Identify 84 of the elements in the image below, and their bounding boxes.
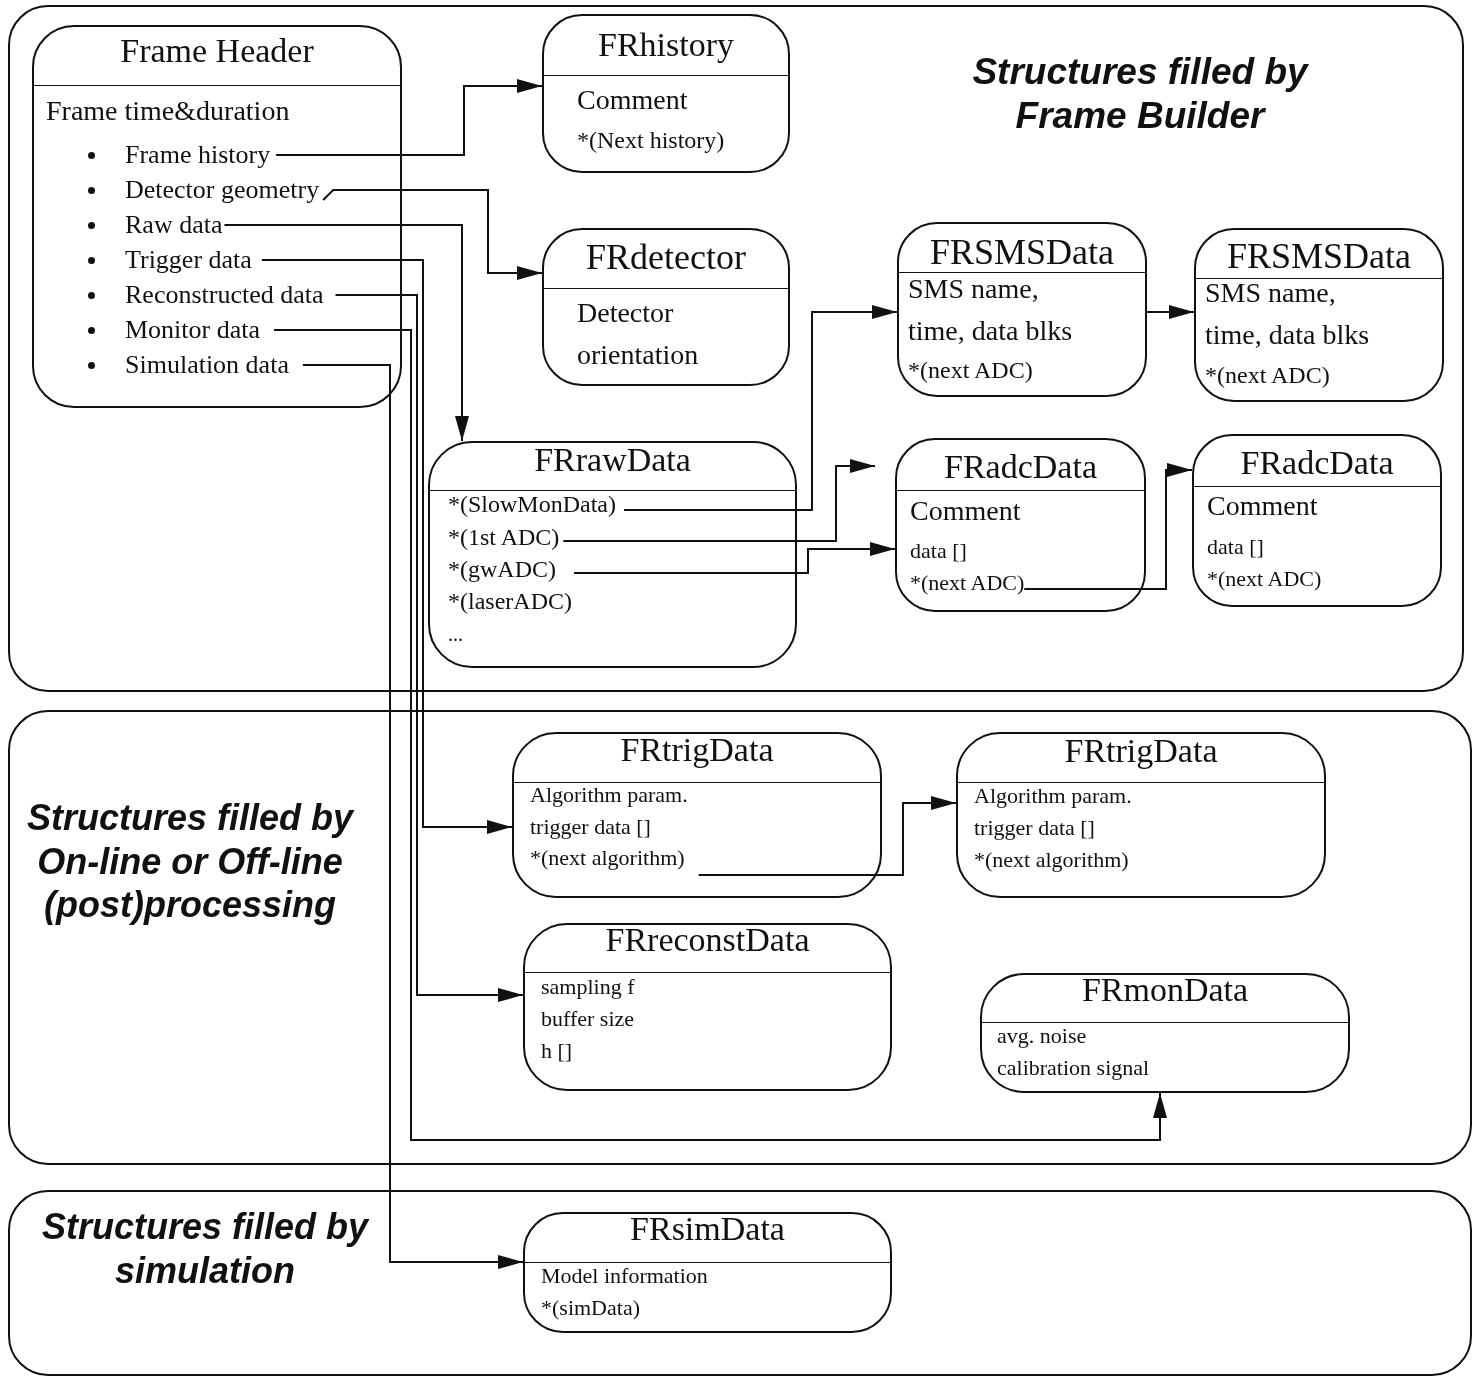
struct-title: FRrawData: [533, 439, 692, 480]
arrow: [573, 542, 896, 574]
field-text: *(next ADC): [1207, 565, 1322, 593]
arrow: [273, 329, 1167, 1141]
field-text: *(next ADC): [910, 569, 1025, 597]
struct-box: [956, 732, 1326, 898]
arrow: [697, 796, 957, 876]
section-title: Structures filled by simulation: [40, 1205, 370, 1292]
arrow: [260, 259, 513, 834]
struct-title: Frame Header: [119, 30, 315, 71]
list-item: Reconstructed data: [125, 279, 324, 311]
list-item: Detector geometry: [125, 174, 320, 206]
field-text: calibration signal: [997, 1054, 1150, 1082]
field-text: *(next ADC): [1205, 360, 1330, 390]
field-text: ...: [448, 622, 463, 646]
struct-box: [897, 222, 1147, 397]
arrow: [1146, 305, 1195, 319]
field-text: SMS name, time, data blks: [908, 272, 1074, 348]
list-item: Frame history: [125, 139, 271, 171]
field-text: *(next algorithm): [530, 844, 685, 872]
arrow: [275, 79, 543, 156]
field-text: Model information: [541, 1262, 708, 1290]
field-text: Comment: [577, 83, 688, 117]
list-item: Trigger data: [125, 244, 252, 276]
arrow: [562, 459, 876, 542]
struct-box: [542, 14, 790, 173]
list-item: Raw data: [125, 209, 223, 241]
arrow: [301, 364, 524, 1269]
field-text: *(next ADC): [908, 355, 1033, 385]
field-text: Frame time&duration: [46, 94, 290, 128]
arrow: [322, 189, 543, 280]
struct-box: [895, 438, 1146, 612]
field-text: *(SlowMonData): [448, 489, 616, 519]
field-text: *(1st ADC): [448, 522, 560, 552]
field-text: trigger data []: [530, 813, 651, 841]
arrow: [623, 305, 898, 511]
struct-title: FRmonData: [1080, 969, 1250, 1010]
struct-box: [428, 441, 797, 668]
arrow: [334, 294, 524, 1002]
field-text: Algorithm param.: [974, 782, 1132, 810]
struct-title: FRhistory: [596, 24, 735, 65]
struct-box: [523, 923, 892, 1091]
section-panel: [8, 5, 1464, 692]
arrow: [1023, 463, 1193, 590]
struct-title: FRadcData: [943, 446, 1098, 487]
struct-title: FRreconstData: [604, 919, 811, 960]
field-text: trigger data []: [974, 814, 1095, 842]
field-text: *(Next history): [577, 125, 725, 155]
field-text: *(next algorithm): [974, 846, 1129, 874]
struct-box: [512, 732, 882, 898]
struct-title: FRadcData: [1239, 442, 1395, 483]
struct-title: FRdetector: [585, 236, 747, 280]
struct-title: FRsimData: [629, 1208, 786, 1249]
field-text: avg. noise: [997, 1022, 1087, 1050]
field-text: *(laserADC): [448, 586, 572, 616]
field-text: buffer size: [541, 1005, 635, 1033]
struct-box: [32, 25, 402, 408]
struct-box: [523, 1212, 892, 1333]
struct-title: FRSMSData: [928, 231, 1115, 275]
struct-title: FRSMSData: [1225, 235, 1412, 279]
struct-box: [1194, 228, 1444, 402]
field-text: SMS name, time, data blks: [1205, 276, 1371, 352]
struct-title: FRtrigData: [619, 729, 775, 770]
field-text: Detector orientation: [577, 296, 700, 372]
field-text: sampling f: [541, 973, 635, 1001]
section-panel: [8, 1190, 1472, 1376]
section-title: Structures filled by Frame Builder: [971, 49, 1310, 139]
section-panel: [8, 710, 1472, 1165]
field-text: h []: [541, 1037, 573, 1065]
field-text: Comment: [1207, 489, 1318, 523]
field-text: *(simData): [541, 1294, 640, 1322]
field-text: data []: [910, 537, 967, 565]
arrow: [223, 224, 469, 442]
field-text: data []: [1207, 533, 1264, 561]
section-title: Structures filled by On-line or Off-line (post)processing: [25, 796, 356, 926]
struct-box: [542, 228, 790, 386]
struct-box: [1192, 434, 1442, 607]
field-text: *(gwADC): [448, 554, 556, 584]
field-text: Comment: [910, 494, 1021, 528]
struct-title: FRtrigData: [1063, 730, 1219, 771]
struct-box: [980, 973, 1350, 1093]
list-item: Simulation data: [125, 349, 289, 381]
list-item: Monitor data: [125, 314, 261, 346]
field-text: Algorithm param.: [530, 781, 688, 809]
